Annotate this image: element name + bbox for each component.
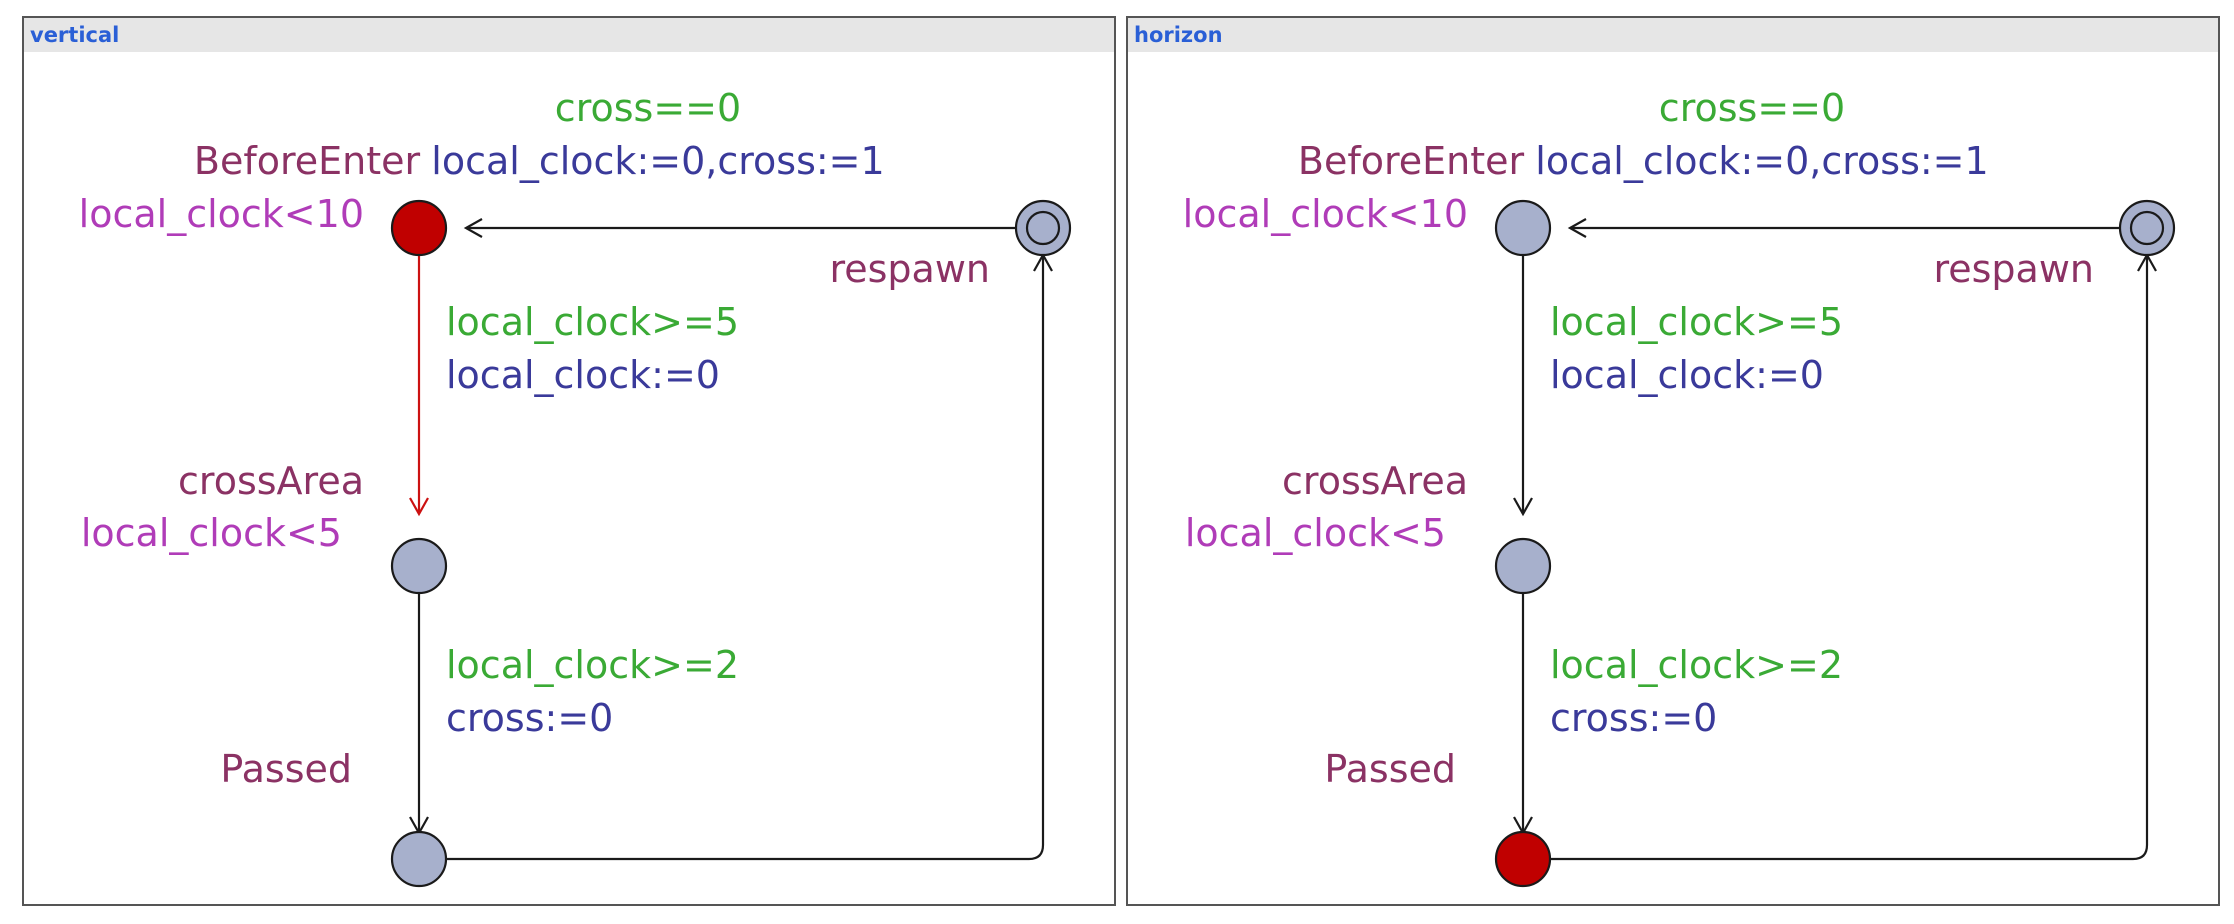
panel-title: horizon bbox=[1128, 18, 2218, 52]
update-label: cross:=0 bbox=[1550, 696, 1717, 740]
location-beforeenter[interactable] bbox=[1494, 199, 1552, 257]
location-respawn[interactable] bbox=[2118, 199, 2176, 257]
arrowhead bbox=[1513, 497, 1533, 517]
location-passed[interactable] bbox=[1494, 830, 1552, 888]
invariant-label: local_clock<10 bbox=[79, 192, 364, 236]
automaton-diagram: cross==0 local_clock:=0,cross:=1 BeforeE… bbox=[1183, 86, 2176, 888]
arrowhead bbox=[1567, 218, 1587, 238]
location-name-label: BeforeEnter bbox=[194, 139, 421, 183]
location-name-label: respawn bbox=[829, 247, 990, 291]
initial-marker bbox=[2129, 210, 2165, 246]
edge-passed-to-respawn[interactable] bbox=[446, 255, 1045, 861]
update-label: local_clock:=0 bbox=[1550, 353, 1824, 397]
arrowhead bbox=[463, 218, 483, 238]
guard-label: local_clock>=5 bbox=[446, 300, 739, 344]
location-name-label: BeforeEnter bbox=[1298, 139, 1525, 183]
automaton-diagram: cross==0 local_clock:=0,cross:=1 BeforeE… bbox=[79, 86, 1072, 888]
update-label: local_clock:=0,cross:=1 bbox=[1535, 139, 1988, 183]
invariant-label: local_clock<10 bbox=[1183, 192, 1468, 236]
location-name-label: respawn bbox=[1933, 247, 2094, 291]
location-beforeenter[interactable] bbox=[390, 199, 448, 257]
edge-passed-to-respawn[interactable] bbox=[1550, 255, 2149, 861]
location-passed[interactable] bbox=[390, 830, 448, 888]
guard-label: local_clock>=2 bbox=[446, 643, 739, 687]
invariant-label: local_clock<5 bbox=[1185, 511, 1446, 555]
location-name-label: crossArea bbox=[178, 459, 364, 503]
location-name-label: Passed bbox=[1324, 747, 1456, 791]
guard-label: cross==0 bbox=[1659, 86, 1845, 130]
update-label: local_clock:=0 bbox=[446, 353, 720, 397]
location-crossarea[interactable] bbox=[390, 537, 448, 595]
guard-label: local_clock>=5 bbox=[1550, 300, 1843, 344]
guard-label: cross==0 bbox=[555, 86, 741, 130]
arrowhead bbox=[409, 497, 429, 517]
invariant-label: local_clock<5 bbox=[81, 511, 342, 555]
location-crossarea[interactable] bbox=[1494, 537, 1552, 595]
initial-marker bbox=[1025, 210, 1061, 246]
location-respawn[interactable] bbox=[1014, 199, 1072, 257]
update-label: local_clock:=0,cross:=1 bbox=[431, 139, 884, 183]
location-name-label: Passed bbox=[220, 747, 352, 791]
location-name-label: crossArea bbox=[1282, 459, 1468, 503]
guard-label: local_clock>=2 bbox=[1550, 643, 1843, 687]
automaton-panel-vertical: vertical cross==0 local_clock:=0,cross:=… bbox=[22, 16, 1116, 906]
panel-title: vertical bbox=[24, 18, 1114, 52]
automaton-panel-horizon: horizon cross==0 local_clock:=0,cross:=1… bbox=[1126, 16, 2220, 906]
update-label: cross:=0 bbox=[446, 696, 613, 740]
